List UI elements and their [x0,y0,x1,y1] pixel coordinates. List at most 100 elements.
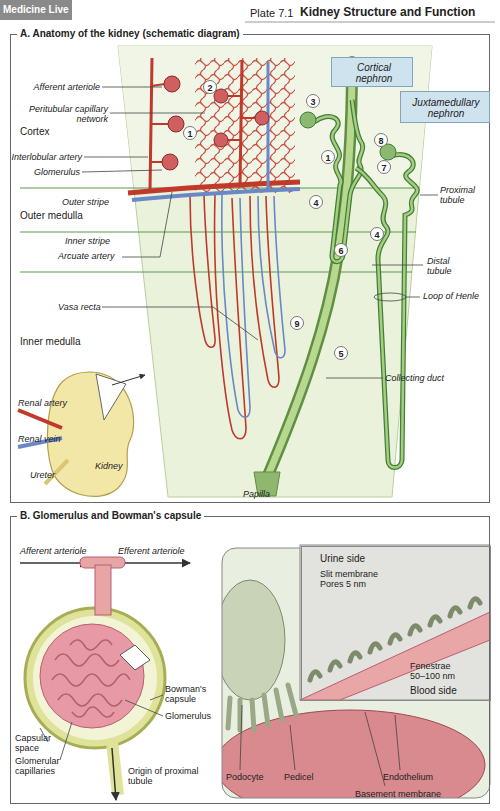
part-label: Outer medulla [20,210,83,221]
part-label: Collecting duct [385,373,444,383]
part-label: Distal tubule [427,256,472,276]
interlobular-vein [267,62,270,190]
inset-bg [300,545,490,700]
slit-pedicels [310,599,480,680]
part-label: Afferent arteriole [20,546,87,556]
part-label: Bowman's capsule [165,684,223,704]
flow-arrow [112,748,116,800]
basement-membrane [300,612,490,700]
part-label: Pedicel [284,772,314,782]
vasa-recta [258,196,285,358]
pedicel [228,685,296,730]
renal-artery [18,410,62,428]
fenestrae-label: Fenestrae 50–100 nm [410,661,468,681]
inset-box: Urine sideSlit membrane Pores 5 nm Fenest… [301,546,491,701]
juxtamedullary-nephron [356,155,417,468]
callout-number: 6 [334,243,348,257]
part-label: Kidney [95,461,123,471]
part-label: Peritubular capillary network [10,104,108,124]
leader-line [40,695,400,786]
callout-number: 4 [309,195,323,209]
glomerular-tuft [40,624,144,728]
part-label: Interlobular artery [0,152,82,162]
part-label: Plate 7.1 [250,7,293,19]
glomerulus [164,76,180,92]
juxtamedullary-nephron [356,155,417,468]
header-rule [245,22,495,23]
part-label: Glomerulus [0,167,80,177]
zone-line [20,232,416,233]
part-label: Renal artery [18,398,67,408]
wedge-cut [96,374,126,420]
callout-number: 2 [203,80,217,94]
part-label: Medicine Live [3,4,69,15]
arteriole [95,565,111,615]
part-label: Cortex [20,126,49,137]
callout-number: 7 [377,160,391,174]
afferent-arteriole [151,84,255,162]
nephron-box: Juxtamedullary nephron [400,91,490,123]
capillary-loops [52,640,130,717]
callout-number: 3 [306,94,320,108]
watermark-bg [0,0,72,20]
part-label: Proximal tubule [440,185,488,205]
peritubular-network [195,58,295,193]
cortical-nephron [314,100,363,262]
leader-line [82,87,438,378]
part-label: Basement membrane [355,789,441,799]
nephron-box: Cortical nephron [331,57,413,87]
part-label: Capsular space [15,733,63,753]
membrane-label: Slit membrane Pores 5 nm [320,569,392,589]
bowman-capsule [300,112,316,128]
panel-heading: B. Glomerulus and Bowman's capsule [17,510,204,521]
part-label: Glomerulus [165,711,211,721]
plate-title: Kidney Structure and Function [300,6,475,19]
glomerulus [162,154,178,170]
callout-number: 8 [374,133,388,147]
part-label: Efferent arteriole [118,546,185,556]
side-label: Urine side [320,553,365,564]
interlobular-artery [240,60,242,186]
callout-number: 5 [334,346,348,360]
callout-number: 1 [183,126,197,140]
arcuate-artery [128,182,300,193]
side-label: Blood side [410,685,457,696]
part-label: Renal vein [18,434,61,444]
glomerulus [168,116,184,132]
part-label: Papilla [243,489,270,499]
part-label: Afferent arteriole [10,82,100,92]
part-label: Inner medulla [20,336,81,347]
callout-number: 1 [321,150,335,164]
wedge-arrow [112,375,145,385]
nephron-label: Cortical nephron [348,62,400,84]
capillary [222,710,485,798]
callout-number: 9 [290,316,304,330]
part-label: Endothelium [383,772,433,782]
capsular-space [33,616,157,740]
part-label: Arcuate artery [58,251,115,261]
part-label: Loop of Henle [423,291,479,301]
callout-number: 4 [370,227,384,241]
vasa-recta [222,195,250,417]
podocyte [222,580,285,700]
part-label: Origin of proximal tubule [128,766,202,786]
nephron-label: Juxtamedullary nephron [407,97,485,119]
part-label: Glomerular capillaries [15,756,73,776]
part-label: Vasa recta [58,302,101,312]
zoom-marker [120,645,150,670]
flow-arrow [20,562,88,564]
part-label: Ureter [30,470,55,480]
vasa-recta [190,195,215,347]
glomerulus [255,111,269,125]
part-label: Inner stripe [65,236,110,246]
part-label: Podocyte [226,772,264,782]
loop-marker [374,293,406,301]
cortical-nephron [314,100,363,262]
glomerulus [214,89,228,103]
part-label: Outer stripe [62,197,109,207]
panel-frame: B. Glomerulus and Bowman's capsuleUrine … [10,516,490,804]
panel-heading: A. Anatomy of the kidney (schematic diag… [17,28,243,39]
glomerulus [214,133,228,147]
bowman-capsule [25,608,165,748]
